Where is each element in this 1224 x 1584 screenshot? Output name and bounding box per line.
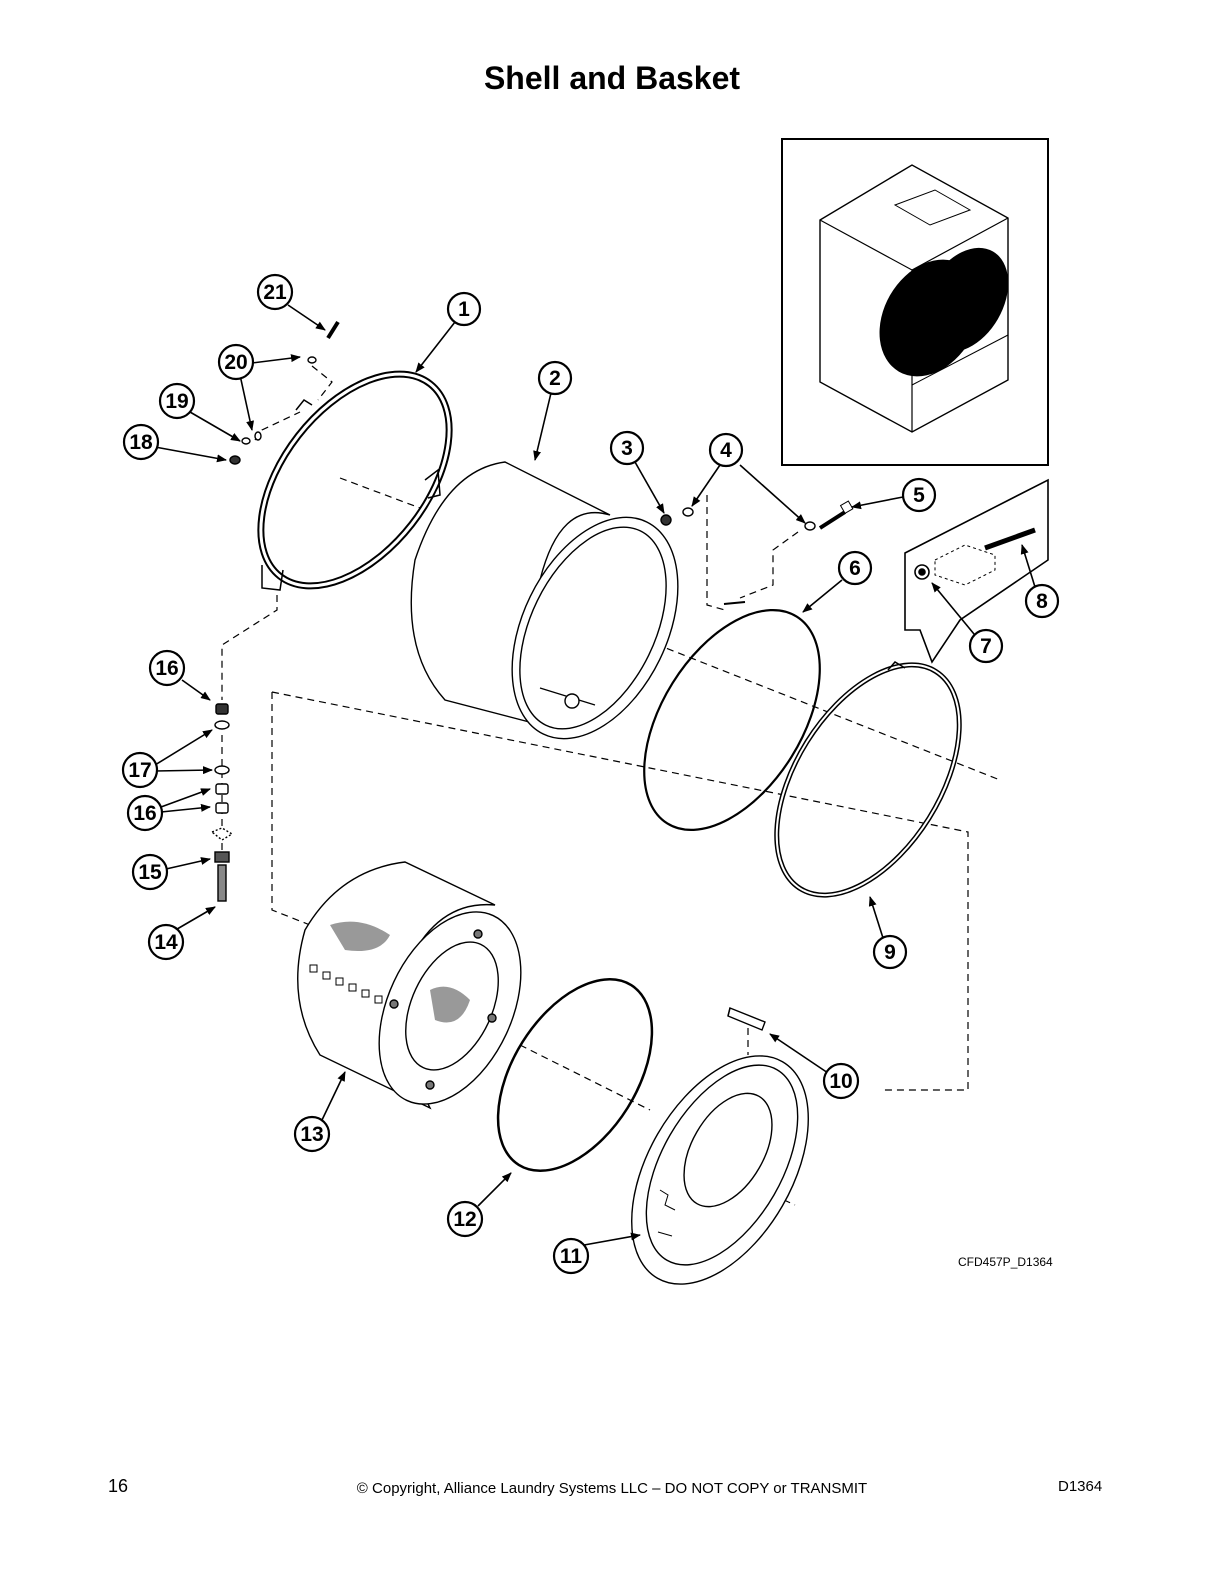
callout-12: 12 (446, 1200, 484, 1238)
callout-3: 3 (609, 430, 645, 466)
bracket-10 (727, 1007, 766, 1031)
svg-text:19: 19 (165, 390, 188, 413)
callout-17: 17 (121, 751, 159, 789)
shell-drum (410, 461, 679, 740)
basket-13 (297, 861, 522, 1110)
callout-8: 8 (1024, 583, 1060, 619)
callout-11: 11 (552, 1237, 590, 1275)
diagram-code: CFD457P_D1364 (958, 1255, 1053, 1269)
svg-text:4: 4 (720, 439, 732, 462)
svg-text:6: 6 (849, 557, 861, 580)
ring-9 (774, 661, 962, 898)
svg-text:16: 16 (133, 802, 156, 825)
svg-text:18: 18 (129, 431, 153, 454)
nut-washer-hardware (660, 507, 816, 531)
svg-text:16: 16 (155, 657, 178, 680)
clamp-detail-inset (904, 478, 1049, 664)
inset-dryer-location (781, 138, 1049, 466)
callout-9: 9 (872, 934, 908, 970)
svg-text:13: 13 (300, 1123, 323, 1146)
callout-leaders (154, 304, 1036, 1248)
svg-text:20: 20 (224, 351, 247, 374)
front-shell-ring (257, 370, 453, 591)
callout-18: 18 (122, 423, 160, 461)
svg-text:17: 17 (128, 759, 151, 782)
svg-text:2: 2 (549, 367, 561, 390)
callout-2: 2 (537, 360, 573, 396)
callout-16-lower: 16 (126, 794, 164, 832)
gasket-12 (496, 978, 654, 1172)
callout-4: 4 (708, 432, 744, 468)
svg-text:10: 10 (829, 1070, 852, 1093)
callout-14: 14 (147, 923, 185, 961)
document-id: D1364 (1058, 1478, 1103, 1495)
svg-text:15: 15 (138, 861, 162, 884)
hinge-hardware-stack (210, 320, 340, 902)
callout-15: 15 (131, 853, 169, 891)
svg-text:7: 7 (980, 635, 992, 658)
svg-text:9: 9 (884, 941, 896, 964)
screw-5 (818, 500, 854, 530)
callout-1: 1 (446, 291, 482, 327)
callout-5: 5 (901, 477, 937, 513)
page-title: Shell and Basket (483, 60, 741, 96)
svg-text:5: 5 (913, 484, 925, 507)
front-plate-11 (631, 1055, 809, 1285)
callout-13: 13 (293, 1115, 331, 1153)
svg-text:12: 12 (453, 1208, 476, 1231)
callout-20: 20 (217, 343, 255, 381)
copyright-notice: © Copyright, Alliance Laundry Systems LL… (356, 1480, 868, 1497)
svg-text:21: 21 (263, 281, 287, 304)
callout-6: 6 (837, 550, 873, 586)
svg-text:1: 1 (458, 298, 470, 321)
callout-10: 10 (822, 1062, 860, 1100)
page-number: 16 (108, 1476, 129, 1496)
svg-text:3: 3 (621, 437, 633, 460)
svg-text:14: 14 (154, 931, 178, 954)
callout-21: 21 (256, 273, 294, 311)
assembly-centerlines (221, 365, 1001, 1206)
clamp-ring-6 (643, 601, 821, 832)
callout-19: 19 (158, 382, 196, 420)
callout-circles: 1 2 3 4 5 6 7 8 9 10 11 12 13 14 15 (121, 273, 1060, 1275)
svg-text:11: 11 (560, 1245, 583, 1268)
callout-16-upper: 16 (148, 649, 186, 687)
callout-7: 7 (968, 628, 1004, 664)
svg-text:8: 8 (1036, 590, 1048, 613)
